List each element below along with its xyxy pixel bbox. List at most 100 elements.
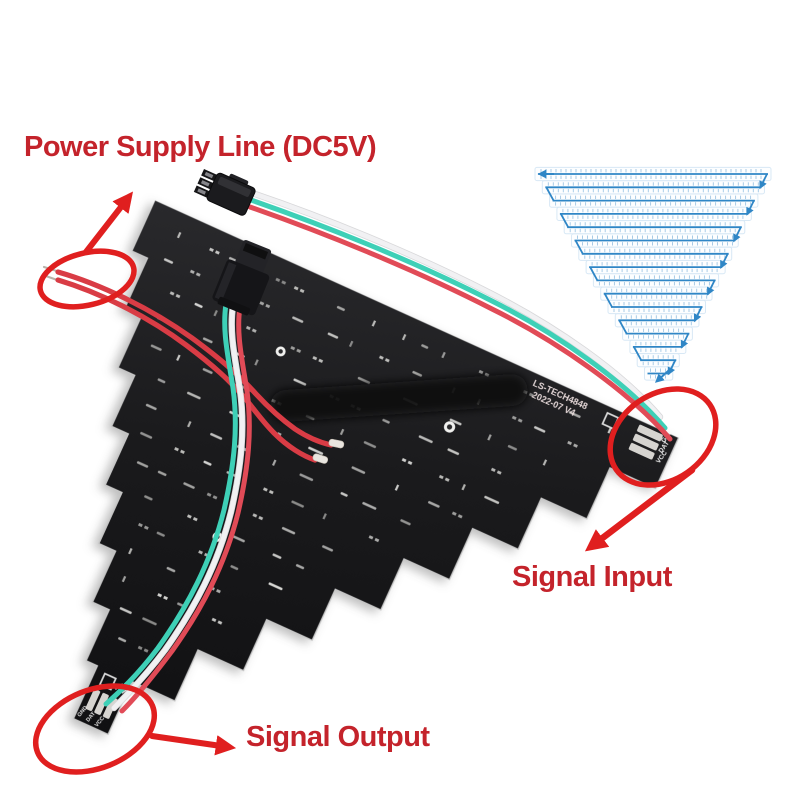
silk-pad [174,447,179,452]
wiring-diagram [534,166,772,383]
silk-dash [484,495,500,505]
silk-tick [401,333,407,341]
output-wire-gnd [111,303,245,711]
silk-pad [180,449,185,454]
diagram-diagonal-arrow [733,226,742,243]
silk-pad [265,303,271,309]
silk-pad [444,477,450,482]
hole-center [446,424,453,430]
silk-pad [293,286,299,291]
silk-tick [441,351,446,359]
silk-dash [293,378,307,386]
silk-tick [128,547,133,555]
silk-tick [176,231,182,239]
silk-tick [322,513,327,520]
output-wire-data [103,301,238,707]
diagram-diagonal-arrow [720,253,729,270]
silk-dash [362,501,377,510]
silk-dash [203,460,212,466]
silk-pad [251,328,257,333]
connector-skirt [217,296,251,316]
silk-pad [368,535,374,540]
silk-dash [351,466,366,474]
silk-pad [407,460,413,465]
silk-dash [295,564,305,570]
silk-dash [145,403,157,411]
silk-dash [194,302,203,308]
pad-gnd [85,689,101,711]
silk-pad [567,440,572,446]
silk-dash [150,344,162,351]
silk-dash [210,432,223,440]
hole-center [278,349,283,354]
silk-tick [542,459,548,466]
silk-dash [186,391,201,400]
diagram-diagonal-arrow [693,306,703,323]
silk-pad [137,645,143,650]
silk-pad [217,620,223,625]
power-wire-arrow [83,191,134,255]
silk-pad [528,392,534,397]
silk-dash [507,444,517,451]
silk-pad [157,593,163,598]
silk-pad [268,490,274,495]
silk-pad [401,458,407,463]
signal-input-bundle [247,189,673,442]
silk-pad [378,355,384,360]
diagram-diagonal-arrow [746,200,755,216]
input-wire-data [248,197,668,431]
silk-dash [268,582,283,591]
silk-pad [573,443,578,448]
diagram-left-link [618,319,628,335]
silk-pad [212,495,218,500]
input-wire-vcc [247,204,673,442]
silk-dash [231,534,245,543]
silk-tick [187,421,192,428]
silk-pad [215,250,220,255]
silk-pad [281,280,287,285]
silk-dash [119,607,132,615]
diagram-exit-arrow [654,369,670,383]
silk-dash [400,519,411,526]
silk-dash [363,441,377,449]
silk-pad [175,293,181,299]
silk-dash [157,470,167,477]
silk-pad [262,487,268,492]
silk-pad [478,369,484,375]
pad-gnd [637,424,663,442]
diagram-left-link [633,346,642,361]
silk-dash [183,482,195,489]
silk-dash [136,461,149,468]
pad-vcc [102,696,118,719]
silk-tick [348,340,354,348]
silk-pad [206,492,212,497]
silk-dash [412,370,423,377]
silk-pad [189,269,195,274]
silk-pad [211,617,217,622]
silk-dash [449,418,462,426]
power-supply-label: Power Supply Line (DC5V) [24,131,377,163]
silk-tick [487,434,492,441]
silk-dash [534,426,546,433]
diagram-left-link [603,293,613,308]
silk-dash [144,495,153,501]
silk-dash [202,368,213,375]
silk-dash [418,435,433,444]
silk-pad [252,513,258,518]
silk-dash [327,332,339,339]
silk-tick [607,427,612,434]
silk-pad [275,277,281,282]
silk-pad [169,291,175,296]
diagram-left-link [545,186,555,202]
signal-input-label: Signal Input [512,561,672,593]
silk-tick [272,459,277,466]
silk-pad [258,516,264,521]
pad-dat [632,433,659,451]
pad-vcc [628,442,655,460]
silk-tick [121,575,127,583]
connector-slot [242,243,269,260]
silk-tick [371,320,377,327]
silk-dash [340,492,348,497]
diagram-left-link [560,213,569,228]
silk-dash [118,637,127,643]
